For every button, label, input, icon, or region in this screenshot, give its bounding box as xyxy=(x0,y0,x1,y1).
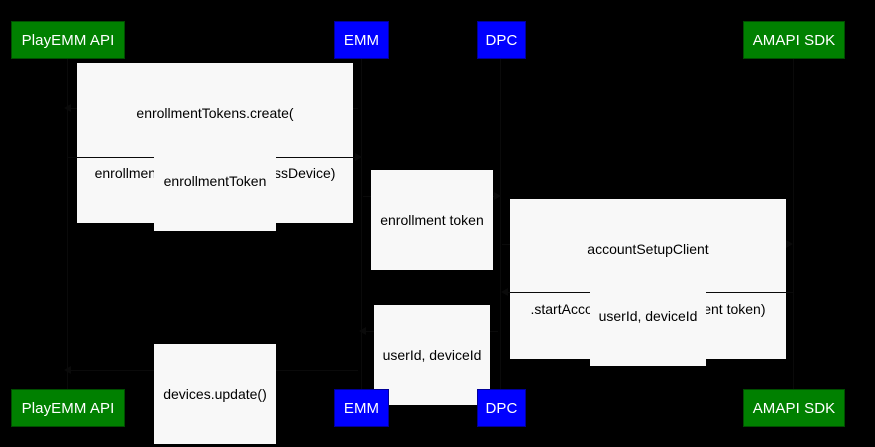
lifeline-playemm-api xyxy=(67,58,68,390)
message-2-arrow-head xyxy=(355,153,362,161)
lifeline-dpc xyxy=(500,58,501,390)
message-5-label: userId, deviceId xyxy=(590,266,706,366)
message-1-arrow-head xyxy=(64,104,71,112)
participant-top-amapi-sdk[interactable]: AMAPI SDK xyxy=(743,21,845,59)
message-2-label-line-1: enrollmentToken xyxy=(163,173,267,189)
message-6-label-line-1: userId, deviceId xyxy=(382,347,482,363)
participant-label: PlayEMM API xyxy=(21,31,115,49)
message-7-label-line-1: devices.update() xyxy=(163,386,267,402)
message-1-label-line-1: enrollmentTokens.create( xyxy=(136,105,294,121)
message-3-label-line-1: enrollment token xyxy=(380,212,484,228)
participant-label: EMM xyxy=(343,31,380,49)
participant-label: PlayEMM API xyxy=(21,399,115,417)
participant-bottom-dpc[interactable]: DPC xyxy=(477,389,526,427)
participant-label: AMAPI SDK xyxy=(752,399,836,417)
message-4-arrow-head xyxy=(786,240,793,248)
message-7-label: devices.update() xyxy=(154,344,276,444)
message-6-arrow-head xyxy=(359,327,366,335)
participant-label: DPC xyxy=(485,399,518,417)
message-7-arrow-head xyxy=(64,366,71,374)
lifeline-emm xyxy=(361,58,362,390)
message-5-arrow-head xyxy=(501,288,508,296)
participant-label: EMM xyxy=(343,399,380,417)
participant-label: AMAPI SDK xyxy=(752,31,836,49)
participant-label: DPC xyxy=(485,31,518,49)
message-3-label: enrollment token xyxy=(371,170,493,270)
participant-top-dpc[interactable]: DPC xyxy=(477,21,526,59)
participant-bottom-emm[interactable]: EMM xyxy=(334,389,389,427)
participant-top-emm[interactable]: EMM xyxy=(334,21,389,59)
message-6-label: userId, deviceId xyxy=(374,305,490,405)
participant-bottom-amapi-sdk[interactable]: AMAPI SDK xyxy=(743,389,845,427)
message-3-arrow-head xyxy=(494,192,501,200)
message-4-label-line-1: accountSetupClient xyxy=(587,241,709,257)
message-2-label: enrollmentToken xyxy=(154,131,276,231)
participant-bottom-playemm-api[interactable]: PlayEMM API xyxy=(11,389,125,427)
participant-top-playemm-api[interactable]: PlayEMM API xyxy=(11,21,125,59)
lifeline-amapi-sdk xyxy=(793,58,794,390)
message-5-label-line-1: userId, deviceId xyxy=(598,308,698,324)
